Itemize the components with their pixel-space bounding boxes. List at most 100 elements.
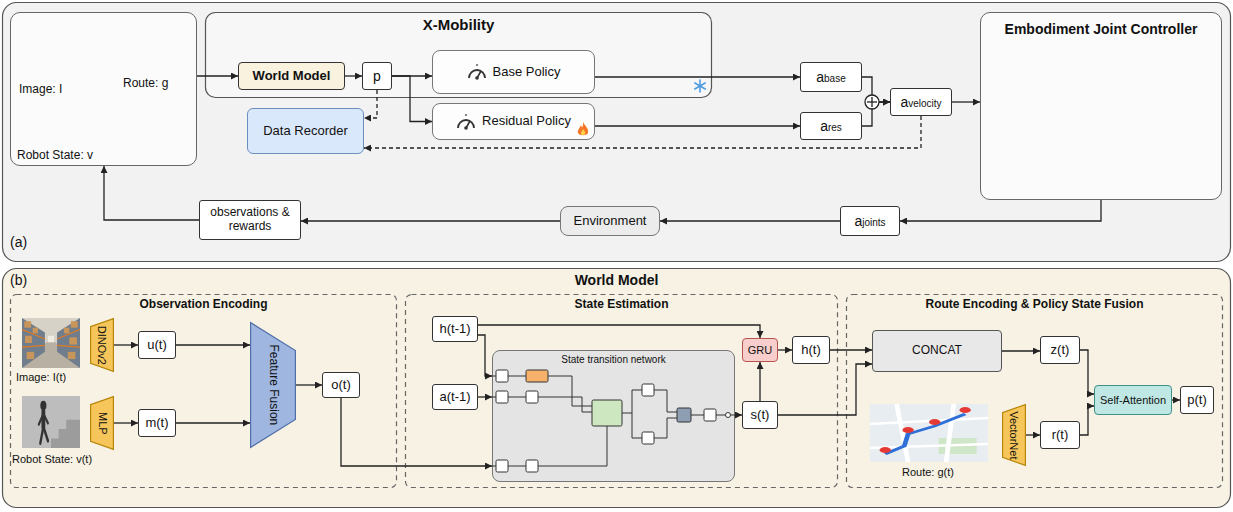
stage-box-outline (406, 295, 838, 488)
network-sketch (508, 397, 526, 398)
frozen-icon (695, 83, 705, 89)
panel-outline (3, 3, 1231, 262)
module-box-outline (206, 13, 712, 98)
sum-symbol (871, 97, 872, 107)
text-holder: Image: I (19, 83, 62, 97)
network-sketch (496, 370, 508, 382)
box-label: s(t) (751, 408, 770, 423)
gru-box: GRU (742, 338, 778, 362)
text-holder: Route Encoding & Policy State Fusion (846, 298, 1223, 312)
box-label: p (373, 68, 381, 84)
network-sketch (492, 350, 735, 482)
environment-box: Environment (560, 206, 660, 236)
text-holder: (a) (10, 234, 27, 250)
network-sketch (526, 460, 538, 472)
connector-arrow (1172, 399, 1180, 400)
box-label: DINOv2 (96, 325, 109, 364)
variable-box: p (362, 62, 392, 90)
frozen-icon (695, 80, 705, 92)
variable-box: h(t) (792, 336, 830, 364)
box-label: u(t) (147, 338, 167, 353)
concat-box: CONCAT (872, 330, 1002, 372)
network-sketch (538, 426, 607, 466)
network-sketch (677, 408, 691, 422)
signal-box: observations & rewards (199, 200, 301, 240)
connector-arrow (114, 344, 138, 345)
connector-arrow (345, 75, 362, 76)
title-text: Image: I (19, 83, 62, 97)
box-label: ajoints (854, 213, 885, 229)
process-box: World Model (238, 62, 345, 90)
network-sketch (654, 418, 677, 438)
sum-symbol (865, 95, 879, 109)
variable-box: a(t-1) (432, 384, 478, 410)
box-label: o(t) (331, 378, 351, 393)
title-text: Observation Encoding (10, 298, 397, 312)
text-holder: State Estimation (405, 298, 838, 312)
encoder-trapezoid-shape (91, 397, 114, 450)
fusion-trapezoid: Feature Fusion (250, 322, 296, 448)
connector-arrow (296, 384, 322, 385)
text-holder: State transition network (493, 354, 734, 366)
panel-outline (3, 269, 1231, 508)
text-holder: Route: g(t) (902, 466, 954, 479)
box-label: m(t) (145, 416, 168, 431)
box-label: h(t) (801, 343, 821, 358)
text-holder: Image: I(t) (16, 371, 66, 384)
connector-arrow (114, 422, 138, 423)
network-sketch (548, 376, 592, 406)
connector-arrow (1080, 406, 1094, 435)
attention-box: Self-Attention (1094, 385, 1172, 415)
network-sketch (508, 466, 526, 467)
connector-arrow (952, 101, 980, 102)
variable-box: abase (800, 62, 862, 92)
network-box: State transition network (492, 350, 735, 482)
network-sketch (526, 391, 538, 403)
network-sketch (492, 466, 496, 467)
variable-box: s(t) (742, 401, 778, 429)
network-sketch (496, 391, 508, 403)
network-sketch (508, 376, 526, 377)
trainable-icon (578, 122, 588, 135)
text-holder: (b) (10, 272, 27, 288)
input-box: Image: IRobot State: vRoute: g (10, 12, 197, 166)
connector-arrow (900, 200, 1101, 221)
connector-arrow (735, 414, 742, 415)
text-holder: X-Mobility (205, 16, 712, 33)
sum-symbol (865, 95, 879, 109)
connector-arrow (830, 349, 872, 350)
box-label: avelocity (900, 94, 941, 110)
network-sketch (622, 390, 642, 413)
box-label: World Model (253, 69, 331, 84)
variable-box: o(t) (322, 372, 360, 398)
connector-arrow (660, 220, 840, 221)
title-text: (b) (10, 272, 27, 288)
text-holder: Robot State: v(t) (12, 453, 92, 466)
box-label: Self-Attention (1100, 394, 1166, 407)
box-label: h(t-1) (439, 322, 470, 337)
variable-box: avelocity (890, 88, 952, 116)
connector-arrow (759, 362, 760, 401)
box-label: Base Policy (493, 65, 561, 80)
panel: (a)Image: IRobot State: vRoute: gX-Mobil… (2, 2, 1231, 262)
box-label: abase (816, 69, 845, 85)
text-holder: Observation Encoding (10, 298, 397, 312)
box-label: observations & rewards (205, 206, 295, 234)
connector-arrow (392, 76, 432, 122)
box-label: ares (820, 118, 842, 134)
policy-box: Base Policy (432, 50, 595, 94)
title-text: Embodiment Joint Controller (981, 21, 1221, 37)
network-sketch (526, 370, 548, 382)
encoder-trapezoid: DINOv2 (90, 318, 114, 372)
box-label: Data Recorder (263, 124, 348, 139)
network-sketch (691, 415, 704, 416)
module-box: X-MobilityWorld Model p Base Policy (205, 12, 712, 98)
fusion-trapezoid-shape (251, 323, 296, 448)
connector-arrow (478, 325, 760, 338)
network-sketch (492, 376, 496, 377)
gauge-icon (467, 64, 487, 80)
connector-arrow (1026, 434, 1040, 435)
